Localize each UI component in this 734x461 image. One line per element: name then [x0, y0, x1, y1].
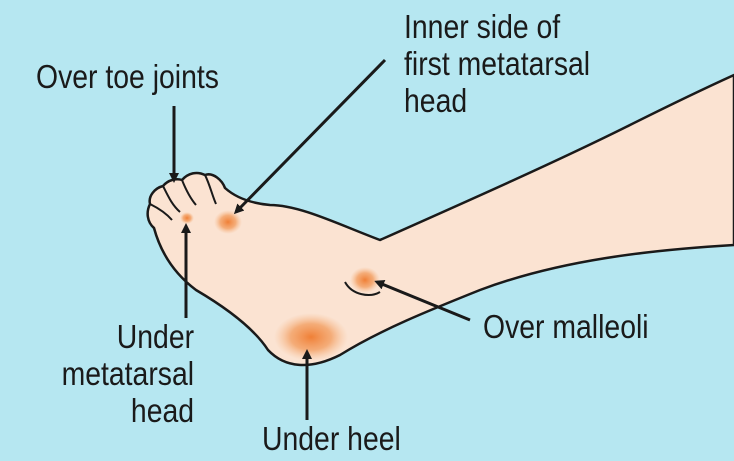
arrow-inner-side	[236, 60, 385, 212]
label-line: first metatarsal	[404, 45, 590, 82]
label-over-malleoli-text: Over malleoli	[483, 308, 649, 345]
pressure-spot-metatarsal-inner	[214, 210, 242, 234]
label-under-heel: Under heel	[262, 420, 401, 457]
label-line: Inner side of	[404, 8, 590, 45]
label-under-metatarsal-head: Under metatarsal head	[62, 318, 194, 429]
pressure-spot-heel	[274, 313, 348, 361]
label-under-heel-text: Under heel	[262, 420, 401, 457]
label-inner-side-first-metatarsal-head: Inner side of first metatarsal head	[404, 8, 590, 119]
label-over-malleoli: Over malleoli	[483, 308, 649, 345]
label-line: head	[62, 392, 194, 429]
label-line: head	[404, 82, 590, 119]
label-over-toe-joints: Over toe joints	[36, 58, 219, 95]
label-over-toe-joints-text: Over toe joints	[36, 58, 219, 95]
label-line: Under	[62, 318, 194, 355]
pressure-spot-toe-joint	[180, 212, 194, 224]
label-line: metatarsal	[62, 355, 194, 392]
pressure-spot-malleolus	[350, 267, 380, 293]
